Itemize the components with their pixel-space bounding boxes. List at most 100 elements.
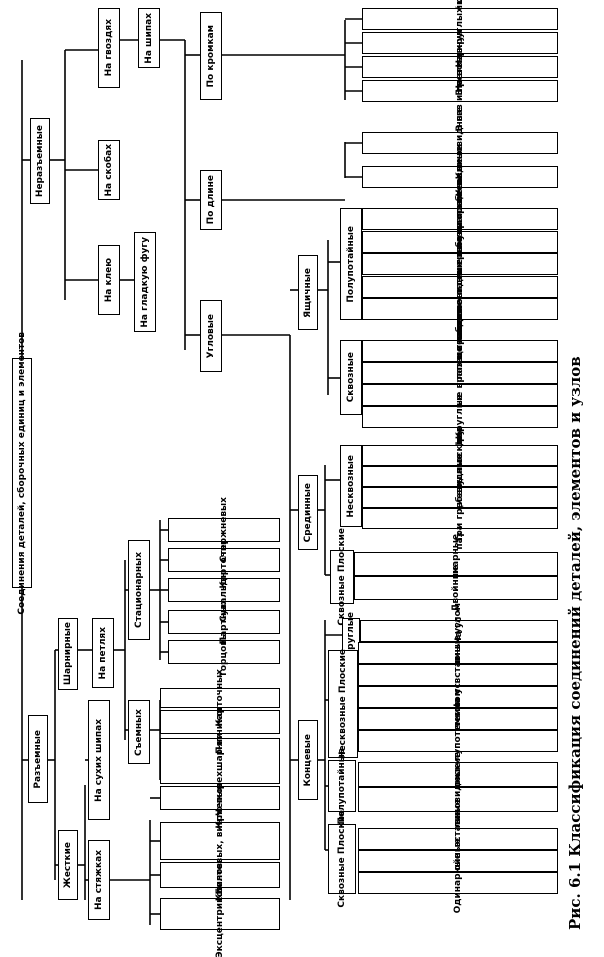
styazhka-2: Болтовых, винтовых — [160, 788, 280, 894]
zhestkie-box: Жесткие — [58, 830, 78, 900]
sharnirnye-box-label: Шарнирные — [62, 622, 73, 686]
yasch-skv-hdr: Сквозные — [340, 340, 362, 415]
semnaya-petlya-1: Пятниковых — [160, 691, 280, 754]
srednie-skv-hdr: Сквозные Плоские — [330, 528, 354, 626]
stacionarnyh-box-label: Стационарных — [133, 552, 144, 628]
po-kromkam-item-0: В паз и гребень — [362, 50, 558, 132]
srednie-skv-item-0: Одинарные — [354, 534, 558, 594]
semnaya-petlya-2: Карточных — [160, 669, 280, 727]
koncevye-nesk-hdr: Несквозные Плоские — [328, 649, 358, 759]
root-box: Соединения деталей, сборочных единиц и э… — [12, 332, 32, 614]
srednie-nesk-item-0: Плоские — [362, 433, 558, 478]
koncevye-skv-item-0-label: Одинарные — [452, 852, 463, 914]
yasch-polu-item-1: Групповые плоские — [362, 190, 558, 293]
po-kromkam-item-2: На вставную рейку — [362, 0, 558, 93]
koncevye-skv-hdr: Сквозные Плоские — [328, 810, 356, 908]
yasch-polu-hdr-label: Полупотайные — [345, 225, 356, 303]
yasch-polu-item-4: Групповые клиновидные на ус — [362, 229, 558, 389]
styazhka-0: Эксцентриковых — [160, 871, 280, 957]
koncevye-box-label: Концевые — [302, 733, 313, 787]
semnaya-petlya-2-label: Карточных — [214, 669, 225, 727]
srednie-box-label: Срединные — [302, 482, 313, 543]
stac-petlya-4-label: Стержневых — [218, 497, 229, 563]
stac-petlya-1: Партных — [168, 599, 280, 645]
koncevye-skv-item-0: Одинарные — [358, 853, 558, 913]
na-styazhkah-box-label: На стяжках — [93, 849, 104, 910]
koncevye-box: Концевые — [298, 720, 318, 800]
na-gladkuyu-fugu-box: На гладкую фугу — [134, 232, 156, 332]
yasch-polu-hdr: Полупотайные — [340, 208, 362, 320]
srednie-nesk-hdr: Несквозные — [340, 445, 362, 527]
yasch-skv-item-0: Групповые плоские — [362, 300, 558, 402]
yasch-polu-item-0: Групповые трапециевидные — [362, 145, 558, 293]
koncevye-nesk-item-0: С полупотемком — [358, 698, 558, 784]
na-skobah-box-label: На скобах — [103, 143, 114, 197]
po-dline-box-label: По длине — [205, 175, 216, 225]
zhestkie-box-label: Жесткие — [62, 841, 73, 889]
yasch-skv-item-3: Круглые — [362, 394, 558, 440]
uglovye-box: Угловые — [200, 300, 222, 372]
koncevye-nesk-item-1: С потемком — [358, 689, 558, 749]
po-kromkam-item-1: В четверть — [362, 39, 558, 95]
semnyh-box: Съемных — [128, 700, 150, 764]
styazhka-1: Клиновых — [160, 849, 280, 901]
stac-petlya-4: Стержневых — [168, 497, 280, 563]
yasch-skv-hdr-label: Сквозные — [345, 352, 356, 403]
sharnirnye-box: Шарнирные — [58, 618, 78, 690]
yasch-polu-item-2: Трапециевидные в паз и гребень — [362, 177, 558, 351]
srednie-skv-hdr-label: Сквозные Плоские — [336, 528, 347, 626]
na-gvozdyah-box: На гвоздях — [98, 8, 120, 88]
na-suhih-shipah-box-label: На сухих шипах — [93, 718, 104, 802]
yasch-skv-item-2: Трапециевидные в паз и гребень — [362, 308, 558, 482]
po-dline-item-0: Усовые — [362, 158, 558, 196]
styazhka-3: Крючковых — [160, 768, 280, 828]
na-klee-box-label: На клею — [103, 257, 114, 303]
stac-petlya-3: Карточных — [168, 531, 280, 589]
koncevye-nesk-item-3: На ус вставные — [358, 635, 558, 715]
razemnye-box-label: Разъемные — [32, 729, 43, 789]
koncevye-krug-item-0: На ус — [360, 617, 558, 645]
koncevye-polu-item-0: Клиновидные — [358, 763, 558, 836]
na-shipah-box-label: На шипах — [143, 12, 154, 64]
na-suhih-shipah-box: На сухих шипах — [88, 700, 110, 820]
stacionarnyh-box: Стационарных — [128, 540, 150, 640]
nerazemnye-box-label: Неразъемные — [34, 124, 45, 198]
koncevye-nesk-item-4: Под прямым углом — [358, 603, 558, 703]
semnaya-petlya-0: Четырехшар-нирных — [160, 706, 280, 816]
na-skobah-box: На скобах — [98, 140, 120, 200]
koncevye-nesk-item-2: На ус — [358, 683, 558, 711]
koncevye-skv-item-2: На ус вставные — [358, 799, 558, 879]
srednie-nesk-item-2: Трапециевидные — [362, 453, 558, 542]
srednie-box: Срединные — [298, 475, 318, 550]
srednie-nesk-item-3: В паз и гребень — [362, 478, 558, 559]
koncevye-skv-hdr-label: Сквозные Плоские — [336, 810, 347, 908]
uglovye-box-label: Угловые — [205, 313, 216, 359]
srednie-nesk-item-1: Круглые — [362, 454, 558, 499]
srednie-nesk-hdr-label: Несквозные — [345, 454, 356, 518]
stac-petlya-2: Сувальдных — [168, 558, 280, 622]
po-dline-item-1: Клиновидные — [362, 107, 558, 179]
semnyh-box-label: Съемных — [133, 708, 144, 756]
razemnye-box: Разъемные — [28, 715, 48, 803]
po-dline-box: По длине — [200, 170, 222, 230]
srednie-skv-item-1: Двойные — [354, 565, 558, 611]
na-petlyah-box: На петлях — [92, 618, 114, 688]
na-gladkuyu-fugu-box-label: На гладкую фугу — [139, 236, 150, 328]
root-box-label: Соединения деталей, сборочных единиц и э… — [16, 331, 27, 615]
po-kromkam-box: По кромкам — [200, 12, 222, 100]
nerazemnye-box: Неразъемные — [30, 118, 50, 204]
po-kromkam-item-3-label: На круглых шипах — [454, 0, 465, 68]
stac-petlya-0: Торцовых — [168, 626, 280, 678]
po-kromkam-item-3: На круглых шипах — [362, 0, 558, 68]
yasch-polu-item-3: Плоские в паз и гребень — [362, 223, 558, 350]
na-petlyah-box-label: На петлях — [97, 626, 108, 680]
na-shipah-box: На шипах — [138, 8, 160, 68]
koncevye-skv-item-1: Двойные — [358, 838, 558, 884]
koncevye-polu-item-1: Плоские — [358, 752, 558, 797]
koncevye-polu-hdr: Полупотайные — [328, 748, 356, 824]
na-klee-box: На клею — [98, 245, 120, 315]
po-kromkam-box-label: По кромкам — [205, 24, 216, 88]
na-gvozdyah-box-label: На гвоздях — [103, 19, 114, 77]
